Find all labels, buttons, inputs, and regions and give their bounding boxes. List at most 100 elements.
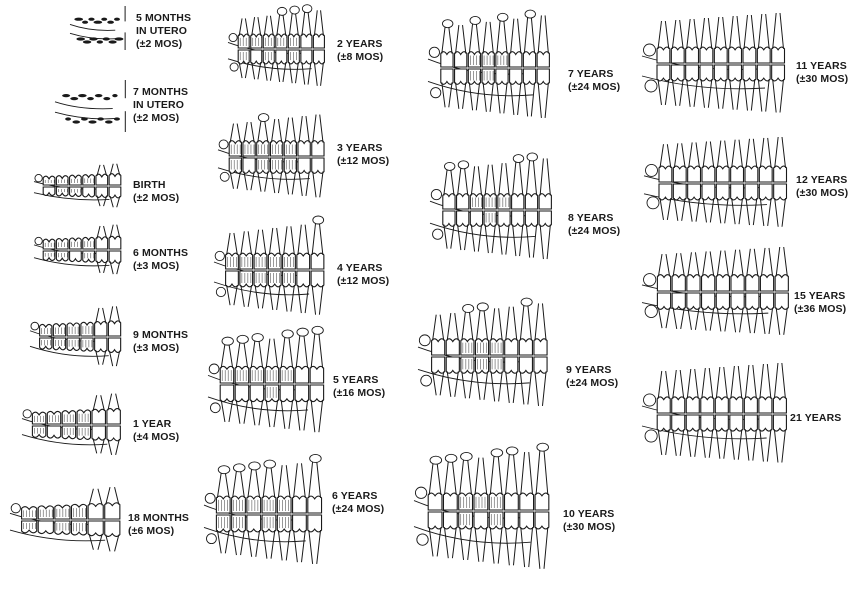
tooth-icon — [312, 10, 325, 49]
tooth-icon — [524, 159, 539, 210]
tooth-icon — [445, 356, 460, 397]
tooth-icon — [37, 520, 54, 535]
molar-bud-icon — [416, 533, 429, 546]
tooth-icon — [69, 250, 82, 263]
stage-label-12y: 12 YEARS(±30 MOS) — [796, 174, 848, 200]
developing-tooth-icon — [263, 459, 276, 469]
tooth-icon — [225, 232, 239, 270]
tooth-icon — [730, 292, 745, 333]
stage-3y — [217, 112, 330, 202]
stage-label-line: IN UTERO — [133, 99, 184, 111]
tooth-icon — [21, 506, 38, 520]
tooth-bud-icon — [107, 20, 114, 24]
developing-tooth-icon — [442, 19, 454, 29]
tooth-icon — [759, 292, 775, 335]
tooth-icon — [292, 514, 307, 563]
tooth-icon — [715, 250, 731, 292]
jaw-line — [33, 257, 110, 267]
stage-10y — [413, 442, 556, 576]
developing-tooth-icon — [462, 304, 475, 313]
dentition-drawing — [217, 113, 325, 198]
tooth-icon — [55, 186, 69, 197]
developing-tooth-icon — [526, 152, 538, 162]
tooth-icon — [714, 366, 729, 414]
tooth-bud-icon — [74, 17, 84, 21]
jaw-line — [427, 81, 533, 97]
tooth-icon — [282, 226, 296, 270]
tooth-icon — [656, 253, 672, 292]
tooth-icon — [80, 337, 94, 352]
tooth-icon — [671, 292, 686, 330]
tooth-icon — [729, 414, 744, 460]
tooth-icon — [730, 249, 745, 292]
tooth-icon — [106, 425, 121, 455]
tooth-bud-icon — [88, 120, 97, 124]
tooth-icon — [497, 210, 511, 255]
tooth-icon — [269, 157, 284, 194]
tooth-icon — [503, 511, 519, 566]
stage-label-line: 10 YEARS — [563, 508, 615, 520]
stage-label-5y: 5 YEARS(±16 MOS) — [333, 374, 385, 400]
molar-bud-icon — [229, 62, 239, 72]
tooth-icon — [772, 414, 787, 463]
tooth-icon — [310, 270, 325, 315]
tooth-icon — [756, 13, 771, 64]
tooth-icon — [219, 384, 235, 423]
tooth-icon — [309, 333, 325, 384]
developing-tooth-icon — [476, 302, 489, 312]
stage-6m — [33, 218, 126, 282]
stage-1y — [21, 385, 126, 465]
tooth-icon — [66, 337, 80, 351]
developing-tooth-icon — [233, 463, 246, 473]
tooth-icon — [701, 183, 716, 223]
stage-label-15y: 15 YEARS(±36 MOS) — [794, 290, 846, 316]
dentition-drawing — [641, 362, 787, 463]
tooth-icon — [80, 321, 94, 337]
tooth-icon — [237, 49, 250, 79]
stage-5y — [207, 325, 330, 438]
tooth-icon — [82, 186, 95, 198]
tooth-icon — [76, 425, 92, 440]
tooth-icon — [483, 210, 497, 254]
tooth-icon — [234, 384, 250, 424]
tooth-icon — [31, 411, 47, 425]
tooth-icon — [743, 364, 758, 414]
tooth-icon — [256, 157, 270, 192]
tooth-icon — [744, 138, 759, 183]
tooth-icon — [699, 17, 714, 64]
tooth-icon — [225, 270, 239, 306]
tooth-bud-icon — [82, 20, 89, 24]
tooth-icon — [42, 175, 56, 186]
tooth-icon — [237, 18, 250, 49]
tooth-icon — [728, 64, 743, 110]
tooth-icon — [246, 514, 262, 557]
tooth-icon — [758, 363, 773, 414]
developing-tooth-icon — [444, 453, 458, 463]
molar-bud-icon — [645, 163, 658, 177]
stage-label-line: 2 YEARS — [337, 38, 383, 50]
molar-bud-icon — [430, 189, 442, 201]
tooth-icon — [701, 141, 716, 183]
tooth-icon — [700, 414, 715, 458]
developing-tooth-icon — [311, 325, 324, 335]
stage-5m-utero — [69, 6, 128, 50]
dentition-drawing — [213, 215, 325, 315]
tooth-bud-icon — [65, 117, 72, 121]
stage-label-3y: 3 YEARS(±12 MOS) — [337, 142, 389, 168]
tooth-icon — [504, 306, 519, 356]
dentition-drawing — [427, 9, 550, 118]
stage-label-6y: 6 YEARS(±24 MOS) — [332, 490, 384, 516]
tooth-icon — [536, 15, 550, 68]
molar-bud-icon — [428, 46, 440, 58]
tooth-icon — [715, 292, 731, 332]
tooth-icon — [66, 322, 80, 337]
tooth-bud-icon — [80, 117, 88, 121]
tooth-icon — [743, 414, 758, 461]
tooth-bud-icon — [78, 94, 87, 98]
molar-bud-icon — [10, 503, 21, 514]
tooth-icon — [442, 511, 458, 559]
tooth-bud-icon — [97, 117, 104, 121]
tooth-icon — [488, 455, 504, 511]
tooth-icon — [474, 356, 490, 400]
tooth-icon — [249, 384, 265, 426]
